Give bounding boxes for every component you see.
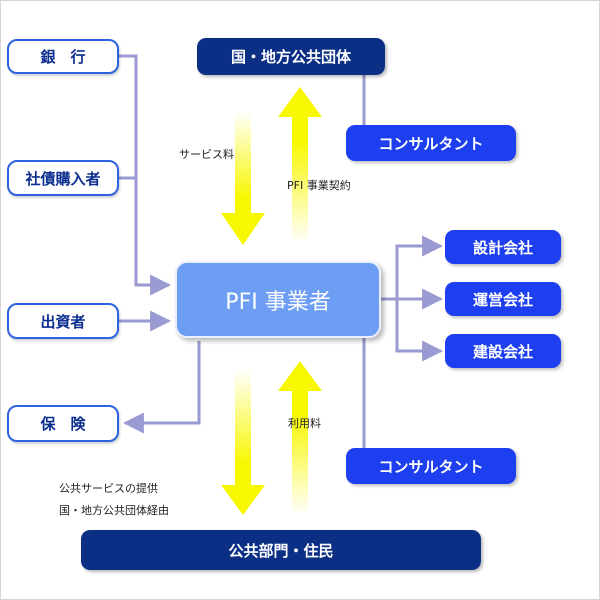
public-sector-box: 公共部門・住民 xyxy=(81,530,481,570)
construction-company-box: 建設会社 xyxy=(445,334,561,368)
government-box: 国・地方公共団体 xyxy=(197,38,385,75)
connector-design xyxy=(381,235,444,301)
insurance-box: 保 険 xyxy=(7,405,119,442)
consultant-bottom-box: コンサルタント xyxy=(346,448,516,484)
pfi-contract-label: PFI 事業契約 xyxy=(287,179,351,192)
design-company-box: 設計会社 xyxy=(445,230,561,264)
operation-company-box: 運営会社 xyxy=(445,282,561,316)
arrow-service-down xyxy=(221,369,265,515)
bondholders-box: 社債購入者 xyxy=(7,160,119,196)
investors-box: 出資者 xyxy=(7,303,119,339)
connector-bank xyxy=(119,54,172,296)
arrow-contract-up xyxy=(278,87,322,243)
arrow-usage-fee-up xyxy=(278,361,322,515)
connector-insurance xyxy=(122,341,201,434)
service-fee-label: サービス料 xyxy=(179,148,234,161)
connector-construction xyxy=(395,299,444,362)
usage-fee-label: 利用料 xyxy=(288,417,321,430)
public-service-label-line2: 国・地方公共団体経由 xyxy=(59,504,169,517)
pfi-operator-box: PFI 事業者 xyxy=(175,261,381,338)
bank-box: 銀 行 xyxy=(7,39,119,74)
consultant-top-box: コンサルタント xyxy=(346,125,516,161)
connector-pfi-consultant xyxy=(346,338,366,468)
public-service-label-line1: 公共サービスの提供 xyxy=(59,482,158,495)
arrow-service-fee-down xyxy=(221,111,265,245)
